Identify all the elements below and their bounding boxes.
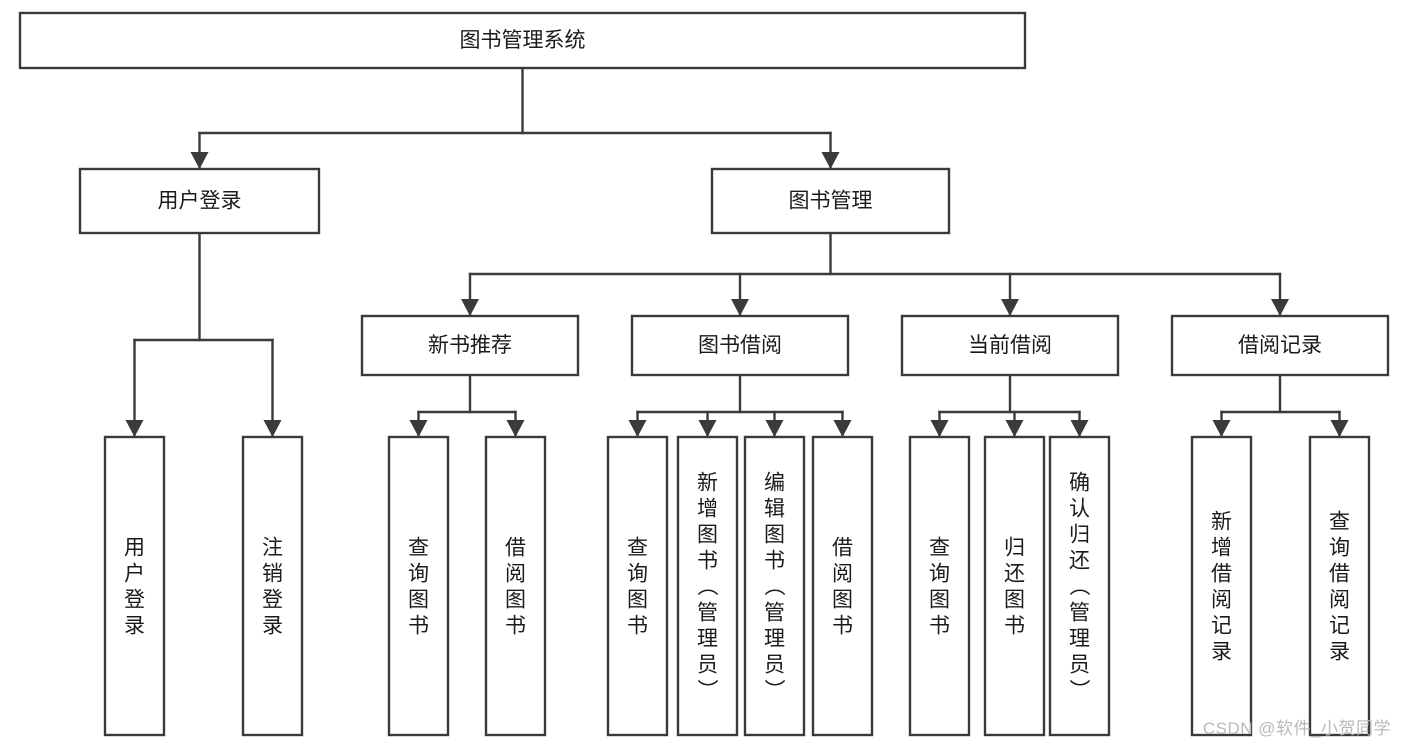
arrow-head-icon [1330,420,1349,437]
node-book-borrow-box[interactable] [630,314,850,377]
leaf-node-leaf-confirm-return-admin[interactable]: 确认归还（管理员） [1048,435,1111,737]
node-current-borrow-label: 当前借阅 [968,334,1052,357]
leaf-node-leaf-borrow-book-2[interactable]: 借阅图书 [811,435,874,737]
leaf-node-leaf-add-borrow-record[interactable]: 新增借阅记录 [1190,435,1253,737]
arrow-head-icon [409,420,428,437]
node-new-book-recommend-label: 新书推荐 [428,334,512,357]
arrow-head-icon [1070,420,1089,437]
leaf-node-leaf-edit-book-admin[interactable]: 编辑图书（管理员） [743,435,806,737]
node-book-manage-box[interactable] [710,167,951,235]
leaf-node-leaf-query-book-1-box[interactable] [387,435,450,737]
arrow-head-icon [821,152,840,169]
leaf-node-leaf-add-borrow-record-label: 新增借阅记录 [1211,510,1232,663]
leaf-node-leaf-confirm-return-admin-box[interactable] [1048,435,1111,737]
arrow-head-icon [765,420,784,437]
arrow-head-icon [125,420,144,437]
arrow-head-icon [628,420,647,437]
leaf-node-leaf-confirm-return-admin-label: 确认归还（管理员） [1069,471,1091,702]
arrow-head-icon [698,420,717,437]
leaf-node-leaf-query-borrow-record[interactable]: 查询借阅记录 [1308,435,1371,737]
arrow-head-icon [930,420,949,437]
leaf-node-leaf-add-book-admin[interactable]: 新增图书（管理员） [676,435,739,737]
leaf-node-leaf-query-book-2-box[interactable] [606,435,669,737]
node-book-borrow-label: 图书借阅 [698,334,782,357]
leaf-node-leaf-user-logout-box[interactable] [241,435,304,737]
leaf-node-leaf-user-login-box[interactable] [103,435,166,737]
leaf-node-leaf-query-book-2[interactable]: 查询图书 [606,435,669,737]
leaf-node-leaf-query-book-3[interactable]: 查询图书 [908,435,971,737]
leaf-node-leaf-return-book[interactable]: 归还图书 [983,435,1046,737]
leaf-node-leaf-edit-book-admin-box[interactable] [743,435,806,737]
arrow-head-icon [506,420,525,437]
node-book-borrow[interactable]: 图书借阅 [630,314,850,377]
node-current-borrow-box[interactable] [900,314,1120,377]
csdn-watermark: CSDN @软件_小贺同学 [1202,719,1391,738]
node-user-login[interactable]: 用户登录 [78,167,321,235]
leaf-node-leaf-return-book-box[interactable] [983,435,1046,737]
root-node-book-management-system[interactable]: 图书管理系统 [18,11,1027,70]
leaf-node-leaf-query-borrow-record-box[interactable] [1308,435,1371,737]
leaf-node-leaf-user-logout-label: 注销登录 [262,536,283,637]
leaf-node-leaf-query-book-3-box[interactable] [908,435,971,737]
leaf-node-leaf-query-book-1[interactable]: 查询图书 [387,435,450,737]
arrow-head-icon [1001,299,1019,316]
leaf-node-leaf-user-logout[interactable]: 注销登录 [241,435,304,737]
leaf-node-leaf-borrow-book-2-label: 借阅图书 [832,536,853,637]
leaf-node-leaf-borrow-book-1-box[interactable] [484,435,547,737]
leaf-node-leaf-query-borrow-record-label: 查询借阅记录 [1329,510,1350,663]
arrow-head-icon [190,152,209,169]
leaf-node-leaf-user-login-label: 用户登录 [124,536,145,637]
leaf-node-leaf-edit-book-admin-label: 编辑图书（管理员） [764,471,786,702]
arrow-head-icon [1271,299,1289,316]
node-borrow-record-label: 借阅记录 [1238,334,1322,357]
node-user-login-box[interactable] [78,167,321,235]
arrow-head-icon [1005,420,1024,437]
leaf-node-leaf-user-login[interactable]: 用户登录 [103,435,166,737]
leaf-node-leaf-borrow-book-1[interactable]: 借阅图书 [484,435,547,737]
node-layer: 图书管理系统用户登录图书管理新书推荐图书借阅当前借阅借阅记录用户登录注销登录查询… [18,11,1390,737]
arrow-head-icon [1212,420,1231,437]
leaf-node-leaf-borrow-book-2-box[interactable] [811,435,874,737]
arrow-head-icon [833,420,852,437]
root-node-book-management-system-label: 图书管理系统 [460,29,586,52]
leaf-node-leaf-return-book-label: 归还图书 [1004,536,1025,637]
leaf-node-leaf-borrow-book-1-label: 借阅图书 [505,536,526,637]
node-new-book-recommend-box[interactable] [360,314,580,377]
leaf-node-leaf-query-book-1-label: 查询图书 [408,536,429,637]
node-borrow-record[interactable]: 借阅记录 [1170,314,1390,377]
leaf-node-leaf-add-borrow-record-box[interactable] [1190,435,1253,737]
node-user-login-label: 用户登录 [158,190,242,213]
node-borrow-record-box[interactable] [1170,314,1390,377]
node-book-manage[interactable]: 图书管理 [710,167,951,235]
leaf-node-leaf-add-book-admin-box[interactable] [676,435,739,737]
root-node-book-management-system-box[interactable] [18,11,1027,70]
arrow-head-icon [731,299,749,316]
leaf-node-leaf-add-book-admin-label: 新增图书（管理员） [697,471,719,702]
connector-layer [125,66,1349,438]
arrow-head-icon [263,420,282,437]
node-current-borrow[interactable]: 当前借阅 [900,314,1120,377]
node-book-manage-label: 图书管理 [789,190,873,213]
leaf-node-leaf-query-book-3-label: 查询图书 [929,536,950,637]
arrow-head-icon [461,299,479,316]
leaf-node-leaf-query-book-2-label: 查询图书 [627,536,648,637]
node-new-book-recommend[interactable]: 新书推荐 [360,314,580,377]
